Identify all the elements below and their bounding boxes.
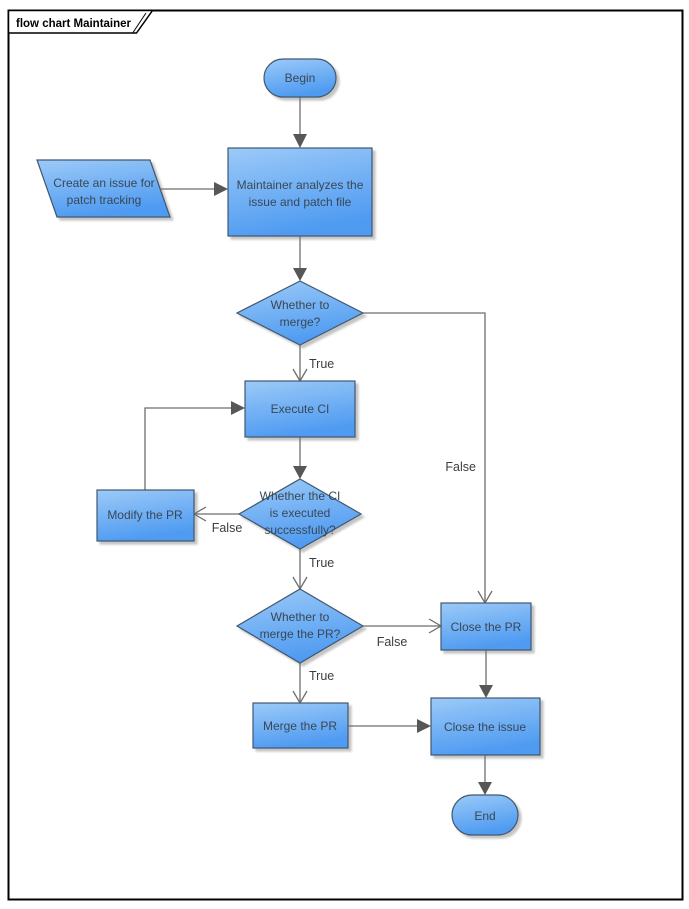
- edge-begin-to-analyze[interactable]: [293, 97, 307, 148]
- node-close-issue[interactable]: Close the issue: [430, 697, 541, 756]
- node-label-line2: is executed: [270, 506, 331, 520]
- edge-label-true: True: [309, 357, 334, 371]
- node-ci-success[interactable]: Whether the CI is executed successfully?: [237, 478, 363, 550]
- process-shape: [227, 147, 373, 237]
- connector-line: [363, 312, 486, 603]
- edge-whether-merge-true[interactable]: True: [292, 345, 334, 383]
- frame-border: [7, 9, 684, 901]
- node-label-line2: issue and patch file: [249, 195, 352, 209]
- arrowhead-solid: [214, 182, 228, 196]
- node-create-issue[interactable]: Create an issue for patch tracking: [36, 159, 171, 218]
- edge-close-pr-to-close-issue[interactable]: [479, 650, 493, 698]
- node-label: End: [474, 809, 495, 823]
- frame-tab: [7, 9, 154, 34]
- node-label: Modify the PR: [107, 508, 183, 522]
- edge-label-false: False: [377, 635, 408, 649]
- edge-label-false: False: [212, 521, 243, 535]
- process-shape: [96, 489, 195, 542]
- edge-ci-success-true[interactable]: True: [292, 549, 334, 591]
- edge-whether-merge-false[interactable]: False: [363, 312, 493, 605]
- decision-diamond-shape: [235, 280, 365, 346]
- decision-diamond-shape: [235, 588, 365, 664]
- frame-tab-fold-line: [132, 12, 147, 33]
- edge-whether-merge-pr-true[interactable]: True: [292, 663, 334, 705]
- edge-label-true: True: [309, 556, 334, 570]
- node-label-line1: Whether to: [271, 298, 330, 312]
- data-parallelogram-shape: [36, 159, 171, 218]
- edge-ci-success-false[interactable]: False: [192, 506, 243, 535]
- node-label-line1: Create an issue for: [53, 176, 154, 190]
- node-label: Execute CI: [271, 402, 330, 416]
- terminator-shape: [451, 794, 519, 836]
- node-label-line2: merge?: [280, 315, 321, 329]
- node-execute-ci[interactable]: Execute CI: [244, 380, 356, 438]
- edge-analyze-to-whether-merge[interactable]: [293, 236, 307, 281]
- node-analyze[interactable]: Maintainer analyzes the issue and patch …: [227, 147, 373, 237]
- node-label-line1: Maintainer analyzes the: [237, 178, 364, 192]
- edge-merge-pr-to-close-issue[interactable]: [348, 719, 431, 733]
- edge-modify-pr-to-execute-ci[interactable]: [144, 401, 245, 490]
- process-shape: [252, 702, 349, 749]
- edge-create-issue-to-analyze[interactable]: [161, 182, 228, 196]
- node-whether-merge[interactable]: Whether to merge?: [235, 280, 365, 346]
- node-close-pr[interactable]: Close the PR: [440, 602, 532, 651]
- node-label: Begin: [285, 71, 316, 85]
- edge-close-issue-to-end[interactable]: [478, 755, 492, 795]
- frame-title: flow chart Maintainer: [16, 18, 132, 30]
- decision-diamond-shape: [237, 478, 363, 550]
- process-shape: [430, 697, 541, 756]
- arrowhead-solid: [293, 134, 307, 148]
- arrowhead-solid: [293, 466, 307, 479]
- arrowhead-solid: [417, 719, 431, 733]
- node-begin[interactable]: Begin: [263, 58, 337, 98]
- node-end[interactable]: End: [451, 794, 519, 836]
- node-label: Close the PR: [451, 620, 522, 634]
- node-label-line1: Whether to: [271, 610, 330, 624]
- node-label: Close the issue: [444, 720, 526, 734]
- edge-whether-merge-pr-false[interactable]: False: [363, 618, 443, 649]
- node-merge-pr[interactable]: Merge the PR: [252, 702, 349, 749]
- process-shape: [440, 602, 532, 651]
- node-label-line1: Whether the CI: [260, 489, 341, 503]
- edge-label-true: True: [309, 669, 334, 683]
- node-label: Merge the PR: [263, 719, 337, 733]
- arrowhead-solid: [231, 401, 245, 415]
- arrowhead-solid: [293, 268, 307, 281]
- connector-line: [144, 407, 231, 490]
- edge-execute-ci-to-ci-success[interactable]: [293, 437, 307, 479]
- arrowhead-solid: [478, 782, 492, 795]
- node-modify-pr[interactable]: Modify the PR: [96, 489, 195, 542]
- node-label-line3: successfully?: [264, 523, 336, 537]
- terminator-shape: [263, 58, 337, 98]
- diagram-frame: flow chart Maintainer: [7, 9, 684, 901]
- node-label-line2: merge the PR?: [260, 627, 341, 641]
- edge-label-false: False: [445, 460, 476, 474]
- node-label-line2: patch tracking: [67, 193, 142, 207]
- arrowhead-solid: [479, 685, 493, 698]
- process-shape: [244, 380, 356, 438]
- node-whether-merge-pr[interactable]: Whether to merge the PR?: [235, 588, 365, 664]
